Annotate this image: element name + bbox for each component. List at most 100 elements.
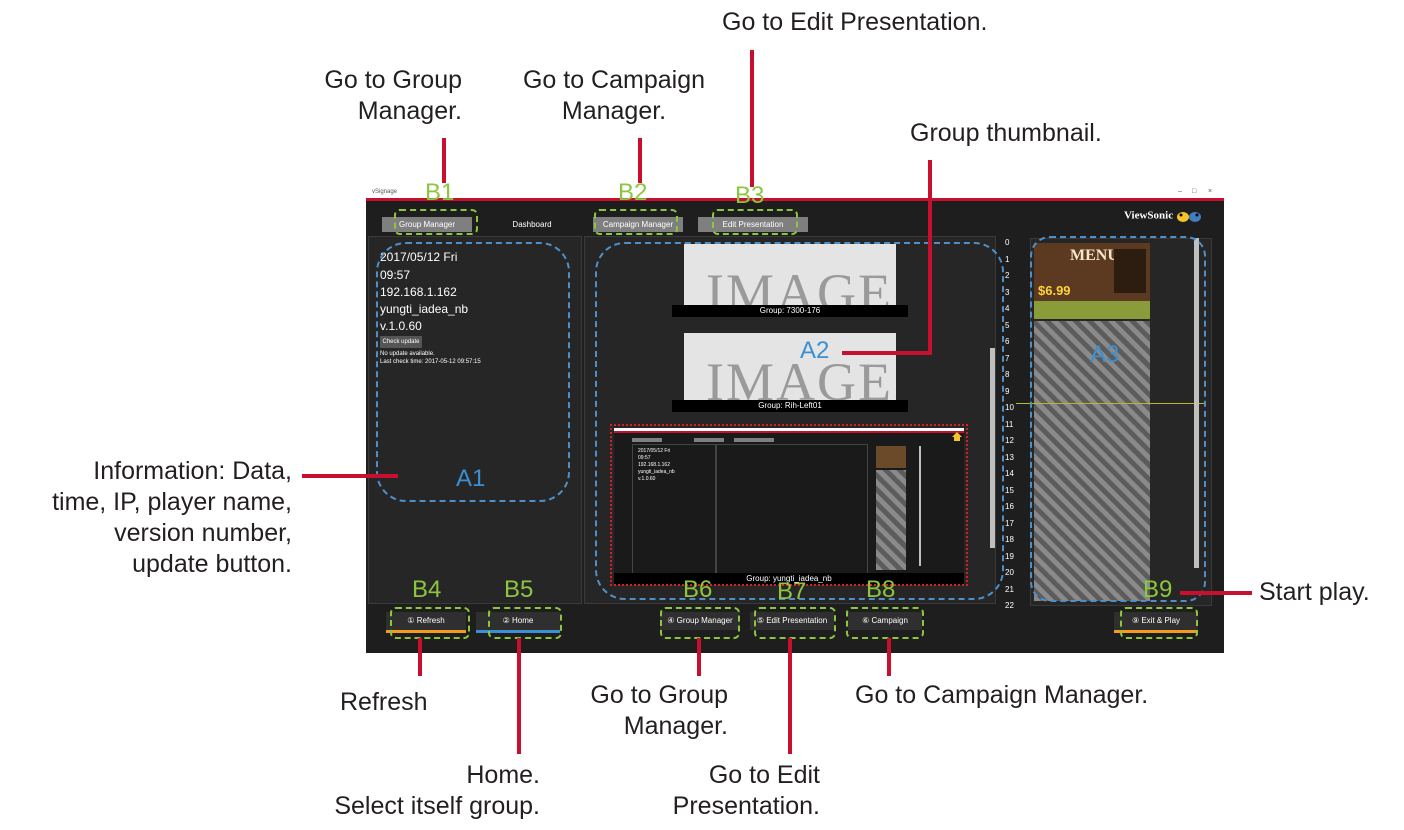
callout-go-campaign-manager-bottom: Go to Campaign Manager.: [855, 681, 1149, 709]
ruler-tick: 5: [1005, 320, 1010, 330]
mini-hatch-area: [876, 470, 906, 570]
callout-start-play: Start play.: [1259, 578, 1370, 606]
ruler-tick: 13: [1005, 452, 1014, 462]
birds-logo-icon: [1176, 212, 1201, 222]
callout-go-group-manager-top: Go to Group Manager.: [324, 66, 462, 125]
group-thumbnail[interactable]: IMAGE: [684, 244, 896, 312]
tab-dashboard[interactable]: Dashboard: [512, 220, 552, 229]
check-update-button[interactable]: Check update: [380, 336, 422, 348]
callout-group-thumbnail: Group thumbnail.: [910, 119, 1102, 147]
callout-go-edit-presentation-bottom: Go to Edit Presentation.: [672, 761, 820, 820]
mini-scrollbar: [919, 446, 921, 566]
ruler-tick: 18: [1005, 535, 1014, 544]
region-a1-outline: [376, 242, 570, 502]
region-b3-outline: [712, 209, 798, 235]
window-title: vSignage: [372, 189, 398, 195]
mini-tab: [694, 438, 724, 442]
viewsonic-logo: ViewSonic: [1124, 208, 1202, 224]
edit-presentation-button[interactable]: ⑤ Edit Presentation: [750, 612, 834, 630]
label-b3: B3: [735, 182, 765, 209]
ruler-tick: 19: [1005, 551, 1014, 561]
last-check-time: Last check time: 2017-05-12 09:57:15: [380, 359, 481, 365]
callout-information: Information: Data, time, IP, player name…: [52, 457, 292, 578]
ruler-tick: 15: [1005, 485, 1014, 495]
presentation-timeline-area[interactable]: [1034, 321, 1150, 601]
label-a3: A3: [1090, 341, 1120, 368]
ruler-tick: 16: [1005, 502, 1014, 511]
callout-line: [1180, 591, 1252, 595]
ruler-tick: 8: [1005, 370, 1010, 379]
callout-go-group-manager-bottom: Go to Group Manager.: [590, 681, 728, 740]
menu-food-strip: [1034, 301, 1150, 319]
ruler-tick: 6: [1005, 337, 1010, 346]
callout-home: Home. Select itself group.: [334, 761, 540, 820]
region-b9-outline: [1120, 607, 1198, 639]
ruler-tick: 4: [1005, 304, 1010, 313]
campaign-button[interactable]: ⑥ Campaign: [848, 612, 922, 630]
update-status: No update available.: [380, 351, 435, 357]
accent-bar: [366, 198, 1224, 201]
region-b6-outline: [660, 607, 740, 639]
ruler-tick: 1: [1005, 254, 1010, 264]
label-b8: B8: [866, 576, 896, 603]
group-manager-button[interactable]: ④ Group Manager: [660, 612, 740, 630]
tab-edit-presentation[interactable]: Edit Presentation: [698, 217, 808, 232]
menu-title: MENU: [1070, 247, 1119, 264]
ruler-tick: 22: [1005, 601, 1014, 610]
ruler-tick: 11: [1005, 419, 1014, 429]
selected-group-thumbnail[interactable]: 2017/05/12 Fri 09:57 192.168.1.162 yungt…: [614, 428, 964, 583]
callout-go-campaign-manager-top: Go to Campaign Manager.: [522, 66, 706, 125]
tab-campaign-manager[interactable]: Campaign Manager: [593, 217, 683, 232]
tab-group-manager[interactable]: Group Manager: [382, 217, 472, 232]
callout-line: [928, 160, 932, 355]
home-button[interactable]: ② Home: [476, 612, 560, 633]
group-thumbnail[interactable]: IMAGE: [684, 333, 896, 401]
presentation-scrollbar[interactable]: [1194, 238, 1199, 568]
region-b8-outline: [846, 607, 924, 639]
menu-preview-image[interactable]: MENU $6.99: [1034, 243, 1150, 319]
ruler-tick: 3: [1005, 287, 1010, 297]
ruler-tick: 2: [1005, 271, 1010, 280]
current-time-marker: [1016, 403, 1206, 404]
region-b5-outline: [488, 607, 562, 639]
menu-price: $6.99: [1038, 283, 1071, 298]
minimize-icon[interactable]: –: [1178, 188, 1182, 195]
group-caption: Group: 7300-176: [672, 305, 908, 317]
callout-line: [887, 638, 891, 676]
close-icon[interactable]: ×: [1208, 188, 1213, 195]
menu-list: [1114, 249, 1146, 293]
region-b2-outline: [594, 209, 678, 235]
info-version: v.1.0.60: [380, 319, 422, 333]
mini-tab: [632, 438, 662, 442]
group-caption: Group: Rih-Left01: [672, 400, 908, 412]
callout-line: [302, 474, 398, 478]
callout-line: [418, 638, 422, 676]
group-caption: Group: yungti_iadea_nb: [614, 573, 964, 585]
callout-line: [750, 50, 754, 187]
ruler-tick: 0: [1005, 238, 1010, 247]
ruler-tick: 21: [1005, 584, 1014, 594]
group-list-scrollbar[interactable]: [990, 348, 995, 548]
exit-play-button[interactable]: ⑨ Exit & Play: [1114, 612, 1198, 633]
callout-go-edit-presentation-top: Go to Edit Presentation.: [722, 8, 988, 36]
label-b6: B6: [683, 576, 713, 603]
ruler-tick: 9: [1005, 386, 1010, 396]
mini-menu-image: [876, 446, 906, 468]
ruler-tick: 12: [1005, 436, 1014, 445]
mini-info-text: 2017/05/12 Fri 09:57 192.168.1.162 yungt…: [638, 448, 675, 482]
mini-tab: [734, 438, 774, 442]
ruler-tick: 17: [1005, 518, 1014, 528]
title-bar: vSignage – □ ×: [366, 188, 1224, 198]
app-window: vSignage – □ × Group Manager Dashboard C…: [366, 188, 1224, 653]
info-panel: [368, 236, 582, 604]
ruler-tick: 14: [1005, 469, 1014, 478]
mini-title-bar: [614, 428, 964, 431]
label-a2: A2: [800, 337, 830, 364]
refresh-button[interactable]: ① Refresh: [386, 612, 466, 633]
callout-line: [442, 138, 446, 183]
mini-accent-bar: [614, 431, 964, 433]
region-a2-outline: [595, 242, 1004, 600]
maximize-icon[interactable]: □: [1192, 188, 1197, 195]
ruler-tick: 10: [1005, 403, 1014, 412]
